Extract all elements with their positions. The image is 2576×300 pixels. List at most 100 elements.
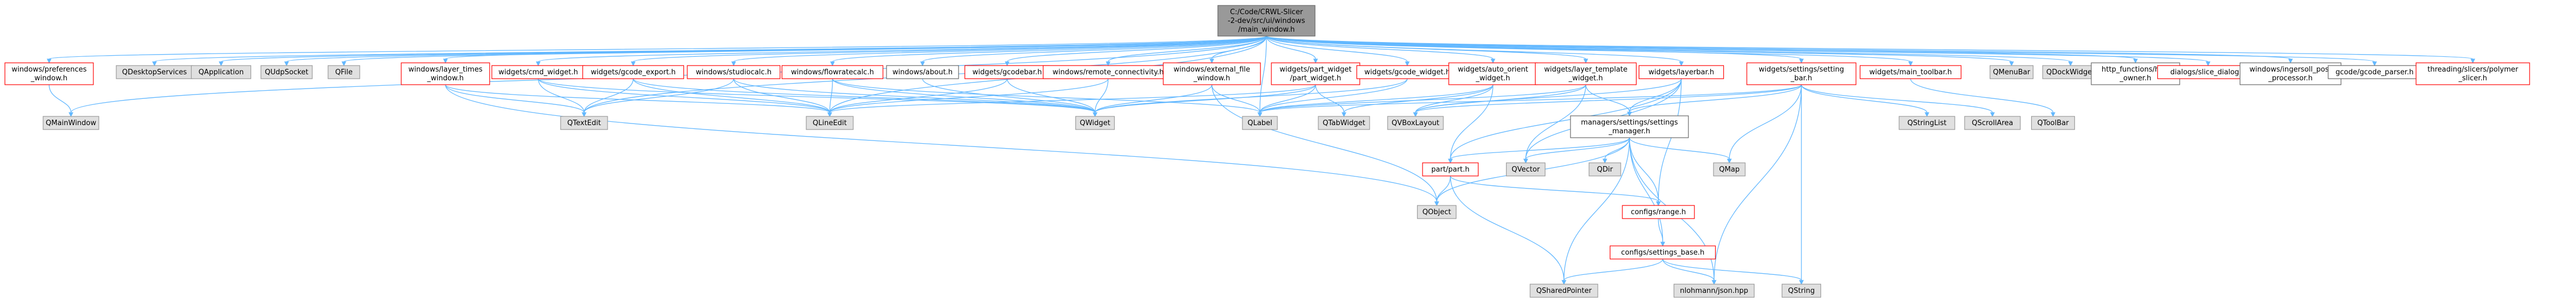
- edge-settingsbar-to-qvboxlayout: [1413, 84, 1802, 117]
- node-gcodewidget[interactable]: widgets/gcode_widget.h: [1356, 65, 1459, 79]
- node-flowratecalc[interactable]: windows/flowratecalc.h: [781, 65, 884, 79]
- node-qlineedit: QLineEdit: [806, 116, 854, 130]
- node-layertemplate[interactable]: widgets/layer_template_widget.h: [1534, 62, 1637, 85]
- node-box-configrange: [1622, 205, 1695, 219]
- node-partwidget[interactable]: widgets/part_widget/part_widget.h: [1271, 62, 1360, 85]
- node-settingsbar[interactable]: widgets/settings/setting_bar.h: [1746, 62, 1857, 85]
- node-settingsbase[interactable]: configs/settings_base.h: [1609, 245, 1716, 260]
- edge-root-to-gcodeparser: [1266, 36, 2377, 67]
- edge-root-to-autoorient: [1266, 36, 1496, 64]
- node-label-root: /main_window.h: [1238, 26, 1295, 34]
- node-about[interactable]: windows/about.h: [886, 65, 959, 79]
- node-layertimes[interactable]: windows/layer_times_window.h: [401, 62, 490, 85]
- node-qscrollarea: QScrollArea: [1964, 116, 2021, 130]
- node-label-flowratecalc: windows/flowratecalc.h: [791, 68, 874, 77]
- node-label-postproc: _processor.h: [2268, 74, 2313, 83]
- node-label-gcodeexport: widgets/gcode_export.h: [591, 68, 676, 77]
- edge-settingsmanager-to-configrange: [1629, 137, 1661, 207]
- node-box-qudp: [260, 65, 313, 79]
- node-qtoolbar: QToolBar: [2031, 116, 2075, 130]
- edge-root-to-layerbar: [1266, 36, 1684, 67]
- node-label-settingsbar: widgets/settings/setting: [1759, 66, 1844, 74]
- node-box-layertimes: [401, 62, 490, 85]
- edge-settingsbar-to-nlohmannjson: [1711, 84, 1802, 285]
- node-box-qtabwidget: [1318, 116, 1370, 130]
- node-label-externalfile: windows/external_file: [1174, 66, 1250, 74]
- node-label-nlohmannjson: nlohmann/json.hpp: [1680, 287, 1748, 295]
- node-gcodeparser[interactable]: gcode/gcode_parser.h: [2328, 65, 2422, 79]
- node-studiocalc[interactable]: windows/studiocalc.h: [687, 65, 781, 79]
- node-label-qvboxlayout: QVBoxLayout: [1391, 119, 1439, 127]
- node-qudp: QUdpSocket: [260, 65, 313, 79]
- node-box-nlohmannjson: [1673, 284, 1755, 298]
- edge-root-to-qdockwidget: [1266, 36, 2073, 67]
- node-box-qscrollarea: [1964, 116, 2021, 130]
- edge-parth-to-configrange: [1450, 175, 1661, 207]
- node-box-qdockwidget: [2042, 65, 2099, 79]
- node-box-qvector: [1506, 162, 1546, 177]
- node-box-qdir: [1589, 162, 1621, 177]
- node-box-qstringlist: [1899, 116, 1955, 130]
- node-settingsmanager[interactable]: managers/settings/settings_manager.h: [1570, 115, 1689, 138]
- node-gcodebar[interactable]: widgets/gcodebar.h: [964, 65, 1050, 79]
- node-box-studiocalc: [687, 65, 781, 79]
- edge-autoorient-to-qvboxlayout: [1413, 84, 1494, 117]
- node-label-autoorient: widgets/auto_orient: [1458, 66, 1528, 74]
- node-qstring: QString: [1781, 284, 1822, 298]
- node-label-qudp: QUdpSocket: [265, 68, 308, 77]
- edge-studiocalc-to-qtextedit: [581, 78, 734, 117]
- node-autoorient[interactable]: widgets/auto_orient_widget.h: [1448, 62, 1538, 85]
- node-label-pref: _window.h: [31, 74, 68, 83]
- node-label-studiocalc: windows/studiocalc.h: [696, 68, 772, 77]
- node-label-qapp: QApplication: [199, 68, 244, 77]
- edge-gcodeexport-to-qtextedit: [581, 78, 634, 117]
- node-box-pref: [4, 62, 94, 85]
- node-label-qfile: QFile: [335, 68, 353, 77]
- node-box-settingsbase: [1609, 245, 1716, 260]
- edge-root-to-gcodeexport: [630, 36, 1267, 67]
- node-box-polymerslicer: [2416, 62, 2530, 85]
- node-box-qmap: [1713, 162, 1746, 177]
- node-box-layerbar: [1638, 65, 1724, 79]
- node-label-slicedialog: dialogs/slice_dialog.h: [2170, 68, 2246, 77]
- node-polymerslicer[interactable]: threading/slicers/polymer_slicer.h: [2416, 62, 2530, 85]
- node-gcodeexport[interactable]: widgets/gcode_export.h: [582, 65, 685, 79]
- node-configrange[interactable]: configs/range.h: [1622, 205, 1695, 219]
- edge-root-to-remoteconn: [1105, 36, 1267, 67]
- node-label-pref: windows/preferences: [11, 66, 87, 74]
- edge-configrange-to-settingsbase: [1658, 218, 1665, 247]
- node-label-gcodeparser: gcode/gcode_parser.h: [2336, 68, 2414, 77]
- node-label-layertimes: _window.h: [427, 74, 464, 83]
- node-label-remoteconn: windows/remote_connectivity.h: [1052, 68, 1164, 77]
- node-label-qtoolbar: QToolBar: [2037, 119, 2069, 127]
- node-maintoolbar[interactable]: widgets/main_toolbar.h: [1859, 65, 1962, 79]
- node-box-about: [886, 65, 959, 79]
- node-pref[interactable]: windows/preferences_window.h: [4, 62, 94, 85]
- edge-root-to-partwidget: [1266, 36, 1318, 64]
- node-cmdwidget[interactable]: widgets/cmd_widget.h: [491, 65, 585, 79]
- edge-maintoolbar-to-qtoolbar: [1910, 78, 2056, 117]
- node-qwidget: QWidget: [1075, 116, 1115, 130]
- node-label-externalfile: _window.h: [1193, 74, 1230, 83]
- node-postproc[interactable]: windows/ingersoll_post_processor.h: [2239, 62, 2342, 85]
- node-box-settingsbar: [1746, 62, 1857, 85]
- edge-settingsbar-to-qlabel: [1257, 84, 1802, 117]
- node-qmainwindow: QMainWindow: [43, 116, 99, 130]
- edge-parth-to-qsharedpointer: [1450, 175, 1567, 285]
- node-qsharedpointer: QSharedPointer: [1530, 284, 1598, 298]
- node-label-gcodebar: widgets/gcodebar.h: [972, 68, 1042, 77]
- edge-externalfile-to-qlabel: [1211, 84, 1263, 117]
- node-label-qlineedit: QLineEdit: [813, 119, 847, 127]
- node-root[interactable]: C:/Code/CRWL-Slicer-2-dev/src/ui/windows…: [1217, 5, 1316, 37]
- node-label-root: C:/Code/CRWL-Slicer: [1230, 8, 1303, 16]
- node-box-parth: [1422, 162, 1479, 177]
- nodes-layer: C:/Code/CRWL-Slicer-2-dev/src/ui/windows…: [4, 5, 2530, 298]
- edge-partwidget-to-qlineedit: [827, 84, 1316, 117]
- node-remoteconn[interactable]: windows/remote_connectivity.h: [1043, 65, 1174, 79]
- edge-settingsmanager-to-qvector: [1523, 137, 1630, 164]
- edge-settingsmanager-to-qsharedpointer: [1561, 137, 1630, 285]
- node-parth[interactable]: part/part.h: [1422, 162, 1479, 177]
- node-externalfile[interactable]: windows/external_file_window.h: [1163, 62, 1261, 85]
- node-layerbar[interactable]: widgets/layerbar.h: [1638, 65, 1724, 79]
- node-label-postproc: windows/ingersoll_post: [2250, 66, 2331, 74]
